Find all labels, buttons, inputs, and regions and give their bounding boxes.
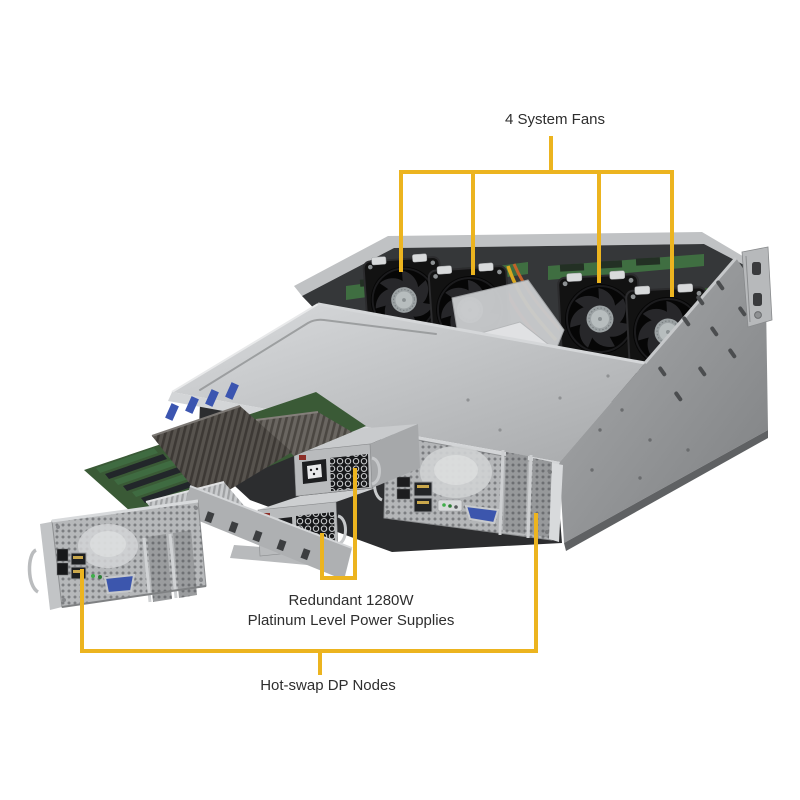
status-led — [91, 574, 95, 578]
rack-mount-ear — [741, 246, 773, 328]
left-node-tray — [84, 382, 366, 580]
cpu-heatsink — [152, 406, 292, 504]
nodes-label: Hot-swap DP Nodes — [260, 677, 396, 694]
usb-port — [56, 562, 69, 576]
psu-label: Redundant 1280W Platinum Level Power Sup… — [226, 591, 476, 631]
usb-port — [396, 488, 411, 500]
vga-port — [103, 573, 136, 595]
power-supply-upper — [293, 424, 420, 497]
vga-port — [464, 504, 500, 525]
psu-label-line2: Platinum Level Power Supplies — [247, 612, 455, 629]
cpu-heatsink — [256, 412, 352, 456]
left-node-front-panel — [27, 499, 207, 610]
node-handle — [27, 548, 40, 594]
psu-callout-line — [320, 468, 357, 580]
board-connectors — [165, 382, 239, 421]
status-led — [98, 575, 102, 579]
usb-port — [396, 476, 411, 488]
lan-port — [413, 497, 433, 513]
lan-port — [413, 481, 433, 497]
psu-grille — [330, 454, 369, 491]
node-side-wall — [182, 486, 352, 580]
psu-handle — [371, 456, 381, 486]
chassis-side-wall — [559, 257, 768, 551]
nodes-callout-line — [80, 513, 538, 675]
fans-callout-line — [399, 136, 674, 297]
fans-label: 4 System Fans — [504, 111, 606, 128]
right-node-front-panel — [372, 433, 563, 542]
psu-label-line1: Redundant 1280W — [288, 592, 414, 609]
top-cover — [171, 302, 646, 462]
usb-port — [56, 548, 69, 562]
